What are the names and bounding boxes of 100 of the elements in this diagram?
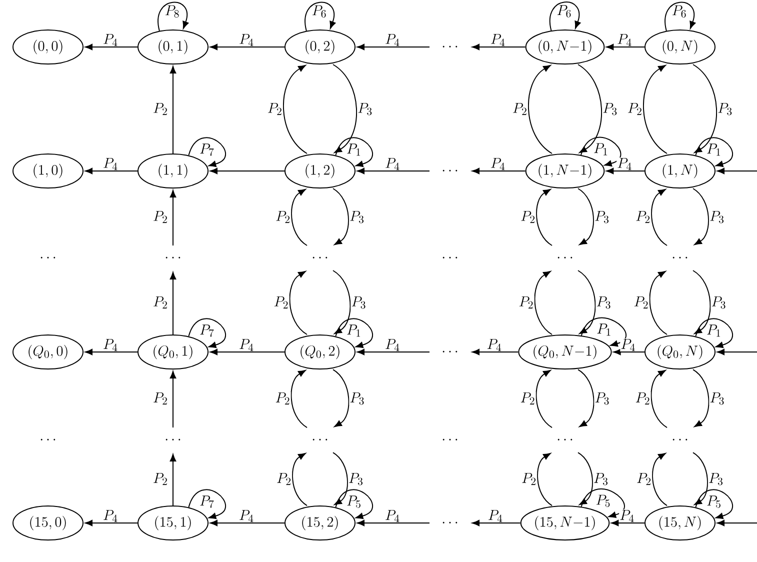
- ellipsis-text: $\cdots$: [558, 438, 572, 440]
- edge-label: $P_4$: [619, 510, 636, 522]
- edge-label: $P_2$: [634, 392, 651, 405]
- arrow: [210, 520, 285, 526]
- arrow: [692, 452, 708, 505]
- edge-label: $P_2$: [521, 472, 538, 486]
- edge-label: $P_6$: [312, 5, 326, 18]
- edge-label: $P_3$: [708, 472, 724, 486]
- arrow: [85, 520, 138, 526]
- loop-arrow: [695, 137, 734, 168]
- edge-label: $P_1$: [707, 144, 720, 156]
- arrow: [292, 453, 308, 506]
- ellipsis-text: $\cdots$: [166, 256, 180, 258]
- arrow: [170, 190, 176, 246]
- edge-label: $P_2$: [152, 472, 168, 486]
- loop-arrow: [158, 2, 189, 32]
- arrow: [578, 64, 602, 153]
- edge-label: $P_2$: [520, 392, 536, 405]
- edge-label: $P_4$: [384, 510, 401, 522]
- arrow: [528, 65, 552, 154]
- edge-label: $P_3$: [709, 392, 726, 405]
- ellipsis-text: $\cdots$: [672, 256, 688, 258]
- ellipsis-text: $\cdots$: [442, 256, 458, 258]
- arrow: [611, 520, 645, 526]
- edge-label: $P_2$: [152, 210, 168, 224]
- arrow: [170, 454, 176, 506]
- arrow: [289, 271, 308, 335]
- arrow: [692, 369, 710, 427]
- arrow: [606, 44, 645, 50]
- arrow: [651, 189, 668, 246]
- loop-arrow: [335, 318, 374, 348]
- edge-label: $P_7$: [200, 496, 214, 508]
- edge-label: $P_2$: [152, 392, 168, 405]
- arrow: [85, 348, 138, 356]
- arrow: [652, 453, 668, 506]
- arrow: [578, 270, 596, 334]
- loop-arrow: [188, 137, 226, 168]
- arrow: [472, 520, 521, 526]
- loop-arrow: [549, 2, 581, 32]
- edge-label: $P_1$: [597, 324, 610, 336]
- arrow: [210, 348, 285, 356]
- arrow: [357, 44, 430, 50]
- edge-label: $P_2$: [635, 210, 652, 224]
- edge-label: $P_3$: [596, 296, 612, 309]
- arrow: [170, 66, 176, 154]
- edge-label: $P_5$: [596, 494, 610, 508]
- arrow: [692, 64, 717, 153]
- arrow: [578, 188, 594, 245]
- edge-label: $P_7$: [200, 144, 214, 156]
- edge-label: $P_4$: [238, 34, 255, 46]
- edge-label: $P_4$: [616, 158, 633, 170]
- ellipsis-text: $\cdots$: [442, 350, 458, 352]
- edge-label: $P_1$: [594, 143, 608, 156]
- edge-label: $P_3$: [708, 210, 725, 224]
- arrow: [357, 348, 430, 356]
- ellipsis-text: $\cdots$: [312, 256, 328, 258]
- edge-label: $P_4$: [486, 338, 502, 352]
- arrow: [170, 272, 176, 335]
- edge-label: $P_4$: [384, 34, 401, 46]
- edge-label: $P_6$: [672, 5, 686, 18]
- arrow: [85, 168, 138, 174]
- loop-arrow: [188, 489, 226, 520]
- edge-label: $P_4$: [102, 158, 119, 170]
- arrow: [357, 520, 430, 526]
- arrow: [85, 44, 138, 50]
- ellipsis-text: $\cdots$: [166, 438, 180, 440]
- edge-label: $P_4$: [238, 510, 255, 522]
- ellipsis-text: $\cdots$: [442, 438, 458, 440]
- arrow: [290, 370, 308, 428]
- loop-arrow: [335, 137, 374, 168]
- ellipsis-text: $\cdots$: [442, 170, 458, 172]
- arrow: [332, 452, 348, 505]
- edge-label: $P_3$: [592, 472, 609, 486]
- edge-label: $P_3$: [717, 102, 734, 116]
- edge-label: $P_4$: [490, 34, 506, 46]
- edge-label: $P_2$: [633, 296, 650, 309]
- edge-label: $P_3$: [349, 392, 366, 405]
- edge-label: $P_2$: [273, 296, 290, 309]
- edge-label: $P_2$: [520, 210, 536, 224]
- edge-label: $P_2$: [512, 102, 528, 116]
- edge-label: $P_2$: [266, 102, 283, 116]
- edge-label: $P_8$: [165, 5, 179, 18]
- edge-label: $P_3$: [594, 210, 610, 224]
- edge-label: $P_4$: [384, 158, 401, 170]
- edge-label: $P_2$: [636, 472, 652, 486]
- edge-label: $P_2$: [276, 472, 292, 486]
- edge-label: $P_5$: [347, 496, 360, 508]
- arrow: [717, 520, 757, 526]
- arrow: [291, 189, 308, 246]
- arrow: [332, 64, 357, 153]
- arrow: [472, 348, 519, 356]
- edge-label: $P_2$: [274, 392, 291, 405]
- loop-arrow: [580, 488, 625, 518]
- edge-label: $P_1$: [347, 324, 360, 337]
- edge-label: $P_3$: [348, 210, 365, 224]
- ellipsis-text: $\cdots$: [442, 46, 458, 48]
- ellipsis-text: $\cdots$: [672, 438, 688, 440]
- edge-label: $P_3$: [594, 392, 610, 405]
- edge-label: $P_4$: [616, 34, 633, 46]
- edge-label: $P_2$: [626, 102, 643, 116]
